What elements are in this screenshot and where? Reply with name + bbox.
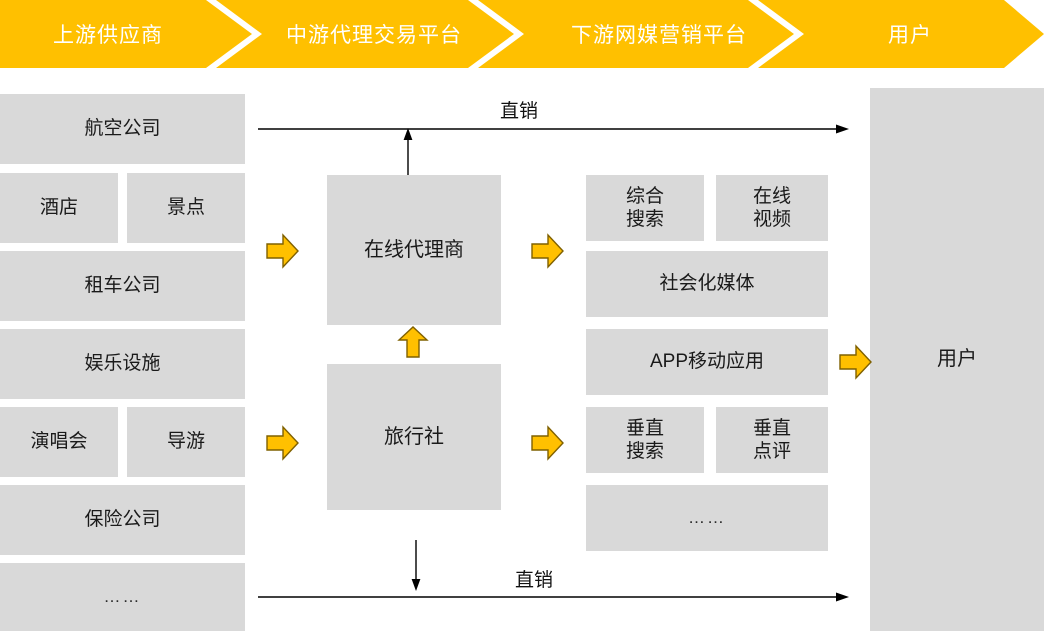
yellow-arrow-right-icon-supplier-to-travel-agency — [265, 424, 301, 462]
node-insurance[interactable]: 保险公司 — [0, 485, 245, 555]
node-travel-agency[interactable]: 旅行社 — [327, 364, 501, 510]
node-online-travel-agency[interactable]: 在线代理商 — [327, 175, 501, 325]
yellow-arrow-right-icon-travel-agency-to-media — [530, 424, 566, 462]
header-chevron-3-shape — [478, 0, 794, 68]
yellow-arrow-up-icon-travel-agency-to-ota — [396, 325, 430, 359]
node-car-rental[interactable]: 租车公司 — [0, 251, 245, 321]
node-attraction[interactable]: 景点 — [127, 173, 245, 243]
direct-sale-bottom-label: 直销 — [515, 570, 554, 591]
direct-sale-top-label: 直销 — [500, 101, 539, 122]
direct-sale-bottom-arrow — [258, 590, 850, 606]
node-upstream-more[interactable]: …… — [0, 563, 245, 631]
node-user[interactable]: 用户 — [870, 88, 1044, 631]
yellow-arrow-right-icon-supplier-to-ota — [265, 232, 301, 270]
direct-sale-top-arrow — [258, 122, 850, 138]
header-chevron-2-shape — [216, 0, 514, 68]
node-hotel[interactable]: 酒店 — [0, 173, 118, 243]
node-vertical-review[interactable]: 垂直 点评 — [716, 407, 828, 473]
node-concert[interactable]: 演唱会 — [0, 407, 118, 477]
travel-agency-to-direct-sale-down-arrow — [407, 540, 425, 592]
node-tour-guide[interactable]: 导游 — [127, 407, 245, 477]
node-social-media[interactable]: 社会化媒体 — [586, 251, 828, 317]
value-chain-header: 上游供应商 中游代理交易平台 下游网媒营销平台 用户 — [0, 0, 1044, 68]
node-general-search[interactable]: 综合 搜索 — [586, 175, 704, 241]
yellow-arrow-right-icon-media-to-user — [838, 343, 874, 381]
ota-to-direct-sale-up-arrow — [399, 128, 417, 176]
header-chevron-4-shape — [758, 0, 1044, 68]
header-chevron-1-shape — [0, 0, 252, 68]
node-downstream-more[interactable]: …… — [586, 485, 828, 551]
node-airline[interactable]: 航空公司 — [0, 94, 245, 164]
node-online-video[interactable]: 在线 视频 — [716, 175, 828, 241]
node-entertainment[interactable]: 娱乐设施 — [0, 329, 245, 399]
node-app-mobile[interactable]: APP移动应用 — [586, 329, 828, 395]
yellow-arrow-right-icon-ota-to-media — [530, 232, 566, 270]
node-vertical-search[interactable]: 垂直 搜索 — [586, 407, 704, 473]
